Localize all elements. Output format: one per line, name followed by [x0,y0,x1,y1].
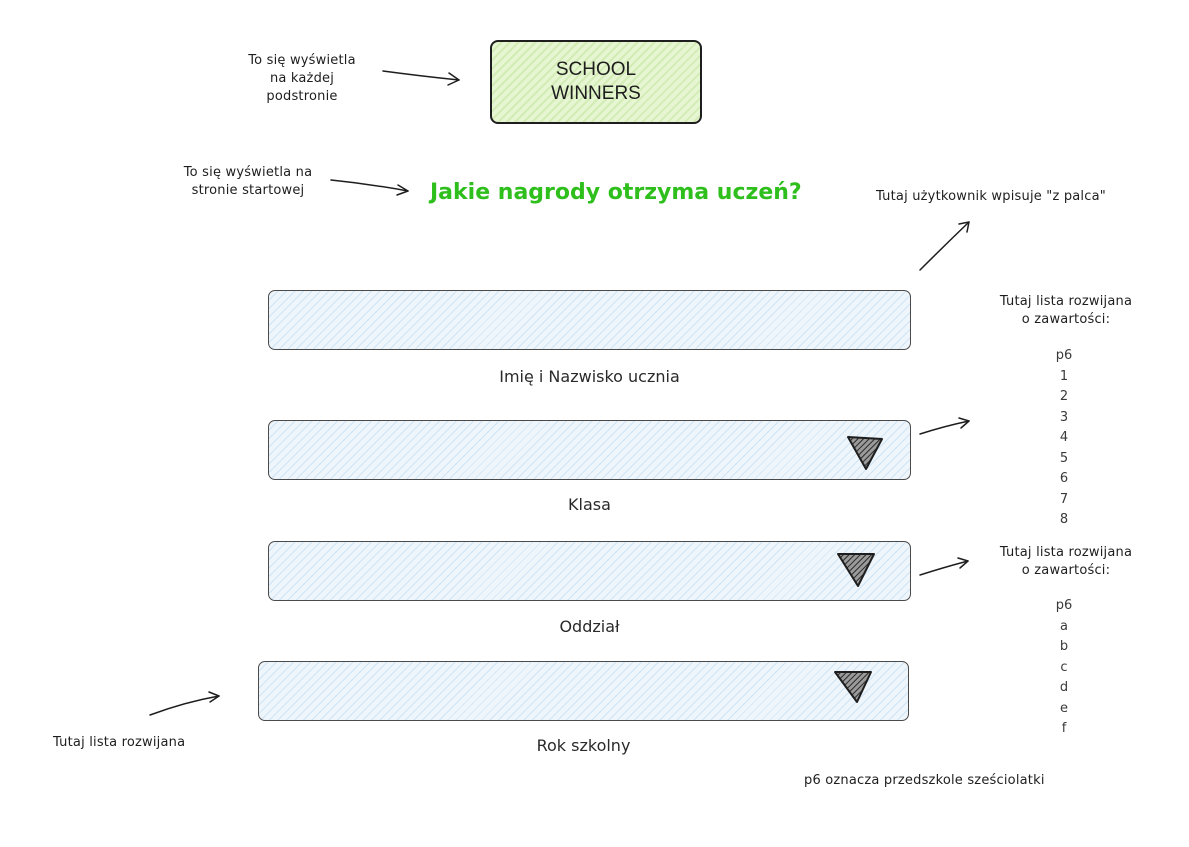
list-item: 2 [1059,389,1069,404]
list-item: b [1059,639,1069,654]
class-label: Klasa [568,495,611,514]
list-item: 3 [1059,409,1069,425]
student-name-label: Imię i Nazwisko ucznia [499,367,680,386]
list-item: 6 [1059,471,1069,486]
division-options-list: p6 a b c d e f [1046,596,1082,740]
school-winners-logo: SCHOOL WINNERS [490,40,702,124]
class-select[interactable] [268,420,911,480]
note-start-page: To się wyświetla na stronie startowej [183,165,313,198]
division-label: Oddział [559,617,620,636]
note-dropdown: Tutaj lista rozwijana [53,735,186,750]
logo-line-2: WINNERS [551,83,641,104]
note-free-text: Tutaj użytkownik wpisuje "z palca" [876,189,1106,204]
note-p6-meaning: p6 oznacza przedszkole sześciolatki [804,773,1045,788]
note-dropdown-contents-1: Tutaj lista rozwijana o zawartości: [999,294,1133,327]
list-item: 1 [1059,368,1069,384]
logo-line-1: SCHOOL [555,59,637,80]
list-item: 7 [1059,491,1069,507]
list-item: 4 [1059,430,1069,445]
list-item: p6 [1055,348,1073,363]
student-name-input[interactable] [268,290,911,350]
list-item: d [1059,680,1069,695]
list-item: p6 [1055,598,1073,613]
school-year-label: Rok szkolny [536,736,631,755]
note-dropdown-contents-2: Tutaj lista rozwijana o zawartości: [999,545,1133,578]
list-item: 5 [1059,450,1069,466]
list-item: f [1061,721,1067,736]
list-item: e [1060,700,1068,716]
list-item: c [1060,659,1068,675]
note-every-page: To się wyświetla na każdej podstronie [248,53,356,104]
page-headline: Jakie nagrody otrzyma uczeń? [430,180,802,205]
list-item: a [1060,618,1068,634]
chevron-down-icon [837,553,875,587]
list-item: 8 [1059,512,1069,527]
class-options-list: p6 1 2 3 4 5 6 7 8 [1046,346,1082,531]
school-year-select[interactable] [258,661,909,721]
division-select[interactable] [268,541,911,601]
chevron-down-icon [847,436,883,470]
chevron-down-icon [834,671,872,703]
